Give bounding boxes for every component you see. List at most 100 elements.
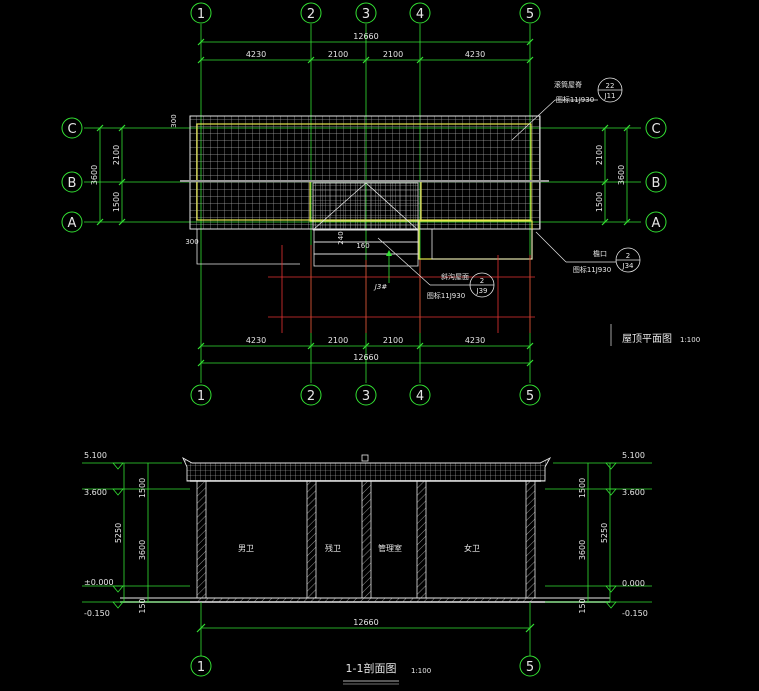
- axis-bubble-top-3: 3: [355, 2, 377, 24]
- dim-tick: [96, 218, 104, 226]
- structure-red-lines: [268, 245, 535, 333]
- svg-text:5: 5: [526, 7, 534, 22]
- eave-num: 2: [626, 252, 630, 260]
- axis-bubble-left-a: A: [61, 211, 83, 233]
- section-right-levels: 5.100 3.600 0.000 -0.150 1500 5250 3600 …: [545, 451, 652, 618]
- svg-text:B: B: [652, 176, 661, 191]
- plan-axis-bubbles: 1 2 3 4 5 1 2 3 4 5 C B A C B A: [61, 2, 667, 406]
- dim-seg-c-top: 2100: [383, 50, 403, 59]
- callout-eave: 檐口 图标11J930 2 J34: [535, 231, 641, 274]
- section-1-1: 男卫 残卫 管理室 女卫: [120, 454, 610, 603]
- dim-seg-a-top: 4230: [246, 50, 266, 59]
- plan-dim-ticks: [96, 38, 631, 367]
- dim-left-1500: 1500: [138, 478, 147, 498]
- dim-tick: [362, 342, 370, 350]
- dim-tick: [197, 359, 205, 367]
- svg-text:2: 2: [307, 389, 315, 404]
- axis-bubble-section-1: 1: [190, 655, 212, 677]
- axis-bubble-left-b: B: [61, 171, 83, 193]
- callout-valley: 斜沟屋面 图标11J930 2 J39: [377, 237, 495, 300]
- dim-left-total: 3600: [90, 165, 99, 185]
- svg-text:5: 5: [526, 660, 534, 675]
- dim-overhang-bottom: 300: [185, 238, 198, 246]
- level-left-bottom: -0.150: [84, 609, 110, 618]
- level-right-mid: 3.600: [622, 488, 645, 497]
- svg-text:1: 1: [197, 7, 205, 22]
- dim-seg-b-top: 2100: [328, 50, 348, 59]
- eave-label: 檐口: [593, 249, 607, 258]
- svg-text:5: 5: [526, 389, 534, 404]
- dim-left-bc: 2100: [112, 145, 121, 165]
- svg-text:1: 1: [197, 660, 205, 675]
- axis-bubble-bottom-4: 4: [409, 384, 431, 406]
- dim-tick: [623, 218, 631, 226]
- axis-bubble-section-5: 5: [519, 655, 541, 677]
- svg-text:4: 4: [416, 389, 424, 404]
- column-2: [306, 480, 317, 599]
- axis-bubble-bottom-2: 2: [300, 384, 322, 406]
- column-5: [525, 480, 536, 599]
- axis-bubble-top-2: 2: [300, 2, 322, 24]
- dim-total-bottom: 12660: [353, 353, 378, 362]
- axis-bubble-top-5: 5: [519, 2, 541, 24]
- section-title-scale: 1:100: [411, 667, 431, 675]
- platform-outline: [196, 229, 300, 265]
- platform-outline-right: [431, 229, 533, 260]
- dim-right-bc: 2100: [595, 145, 604, 165]
- svg-text:3: 3: [362, 7, 370, 22]
- section-title-text: 1-1剖面图: [346, 661, 397, 675]
- dim-tick: [197, 56, 205, 64]
- axis-bubble-bottom-3: 3: [355, 384, 377, 406]
- dim-tick: [362, 56, 370, 64]
- plan-title-text: 屋顶平面图: [622, 333, 672, 345]
- dim-tick: [416, 56, 424, 64]
- axis-bubble-top-4: 4: [409, 2, 431, 24]
- level-left-mid: 3.600: [84, 488, 107, 497]
- eave-ref: 图标11J930: [573, 265, 611, 274]
- level-right-bottom: -0.150: [622, 609, 648, 618]
- slab: [197, 598, 535, 602]
- dim-tick: [118, 218, 126, 226]
- dim-tick: [307, 342, 315, 350]
- room-1: 男卫: [238, 544, 254, 553]
- axis-bubble-right-a: A: [645, 211, 667, 233]
- dim-right-total: 3600: [617, 165, 626, 185]
- svg-text:3: 3: [362, 389, 370, 404]
- section-title: 1-1剖面图 1:100: [343, 661, 431, 685]
- dim-total-top: 12660: [353, 32, 378, 41]
- callout-ridge: 滚筒屋脊 图标11J930 22 J11: [511, 77, 623, 141]
- dim-left-5250: 5250: [114, 523, 123, 543]
- section-columns: [196, 480, 536, 599]
- dim-240: 240: [337, 231, 345, 244]
- section-total-dim: 12660: [353, 618, 378, 627]
- level-left-zero: ±0.000: [84, 578, 114, 587]
- section-left-levels: 5.100 3.600 ±0.000 -0.150 1500 5250 3600…: [82, 451, 190, 618]
- room-4: 女卫: [464, 543, 480, 553]
- dim-tick: [96, 124, 104, 132]
- dim-left-3600: 3600: [138, 540, 147, 560]
- ridge-num: 22: [606, 82, 615, 90]
- dim-tick: [601, 178, 609, 186]
- dim-seg-b-bottom: 2100: [328, 336, 348, 345]
- dim-right-1500: 1500: [578, 478, 587, 498]
- valley-label: 斜沟屋面: [441, 272, 469, 281]
- valley-sheet: J39: [476, 287, 488, 295]
- valley-ref: 图标11J930: [427, 291, 465, 300]
- dim-right-ab: 1500: [595, 192, 604, 212]
- level-left-top: 5.100: [84, 451, 107, 460]
- axis-bubble-bottom-5: 5: [519, 384, 541, 406]
- axis-bubble-left-c: C: [61, 117, 83, 139]
- svg-text:4: 4: [416, 7, 424, 22]
- ridge-label: 滚筒屋脊: [554, 80, 582, 89]
- eave-sheet: J34: [622, 262, 635, 270]
- dim-overhang-top: 300: [170, 114, 178, 127]
- dim-tick: [623, 124, 631, 132]
- axis-bubble-top-1: 1: [190, 2, 212, 24]
- dim-160: 160: [356, 242, 369, 250]
- level-right-top: 5.100: [622, 451, 645, 460]
- dim-tick: [118, 124, 126, 132]
- plan-title: 屋顶平面图 1:100: [610, 324, 700, 346]
- section-bottom-dims: 12660 1 5: [190, 602, 541, 677]
- porch-roof: [312, 182, 419, 231]
